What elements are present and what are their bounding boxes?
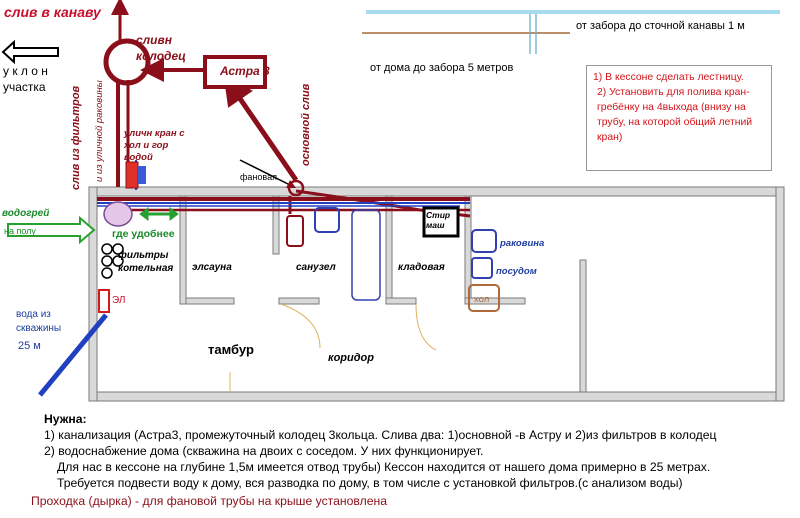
shower-icon (351, 209, 381, 301)
label-dishwasher: посудом (496, 266, 537, 277)
label-slope: у к л о н (3, 64, 48, 78)
sewer-pipes (97, 0, 471, 218)
astra-box (203, 55, 267, 89)
label-sewer-well: сливн колодец (136, 33, 186, 63)
label-main-drain: основной слив (300, 83, 312, 166)
label-street-sink: и из уличной раковины (94, 80, 105, 182)
dishwasher-icon (471, 257, 493, 279)
distance-marker-icon (529, 14, 537, 54)
label-filter-drain: слив из фильтров (70, 85, 82, 190)
label-washer: Стир маш (426, 210, 451, 230)
label-bathroom: санузел (296, 262, 336, 273)
washing-machine-icon (422, 206, 460, 238)
fridge-icon (468, 284, 500, 312)
notes-line-4: Требуется подвести воду к дому, вся разв… (57, 476, 683, 490)
slope-arrow-icon (1, 39, 59, 65)
label-distance-25m: 25 м (18, 340, 41, 352)
kitchen-sink-icon (471, 229, 497, 253)
street-faucet-icon (125, 161, 139, 189)
label-plot: участка (3, 80, 46, 94)
label-astra: Астра 3 (220, 64, 270, 78)
label-on-floor: на полу (4, 226, 36, 236)
label-house-to-fence: от дома до забора 5 метров (370, 62, 514, 74)
label-street-faucet: уличн кран с хол и гор водой (124, 128, 185, 163)
label-storage: кладовая (398, 262, 445, 273)
label-boiler-room: котельная (118, 263, 174, 274)
filters-icon (101, 243, 124, 279)
notes-block: Нужна: 1) канализация (Астра3, промежуто… (17, 411, 717, 509)
label-vestibule: тамбур (208, 342, 254, 357)
label-kitchen-sink: раковина (500, 238, 545, 249)
notes-line-1: 1) канализация (Астра3, промежуточный ко… (44, 428, 717, 442)
todo-box: 1) В кессоне сделать лестницу. 2) Устано… (586, 65, 772, 171)
well-water-line (38, 313, 108, 397)
label-electric: ЭЛ (112, 295, 126, 306)
label-where-convenient: где удобнее (112, 228, 175, 240)
todo-item-2: 2) Установить для полива кран-гребёнку н… (597, 87, 753, 143)
water-heater-icon (103, 201, 133, 227)
sewer-well-icon (103, 38, 151, 86)
label-corridor: коридор (328, 352, 374, 364)
notes-heading: Нужна: (44, 412, 87, 426)
label-filters: фильтры (118, 250, 169, 261)
notes-footer: Проходка (дырка) - для фановой трубы на … (31, 494, 387, 508)
notes-line-2: 2) водоснабжение дома (скважина на двоих… (44, 444, 484, 458)
green-arrow-icon (7, 207, 179, 245)
label-fan-pipe: фановая (240, 172, 277, 182)
label-fence-to-ditch: от забора до сточной канавы 1 м (576, 20, 745, 32)
notes-line-3: Для нас в кессоне на глубине 1,5м имеетс… (57, 460, 711, 474)
label-well-water: вода из скважины (16, 309, 62, 334)
label-sauna: элсауна (192, 262, 232, 273)
toilet-icon (286, 215, 304, 247)
electric-panel-icon (98, 289, 110, 313)
label-water-heater: водогрей (2, 208, 50, 219)
label-drain-ditch: слив в канаву (4, 4, 101, 20)
house-walls (88, 186, 785, 402)
label-fridge: хол (474, 294, 490, 305)
sink-icon (314, 207, 340, 233)
door-arcs (229, 303, 437, 392)
todo-item-1: 1) В кессоне сделать лестницу. (593, 72, 744, 83)
